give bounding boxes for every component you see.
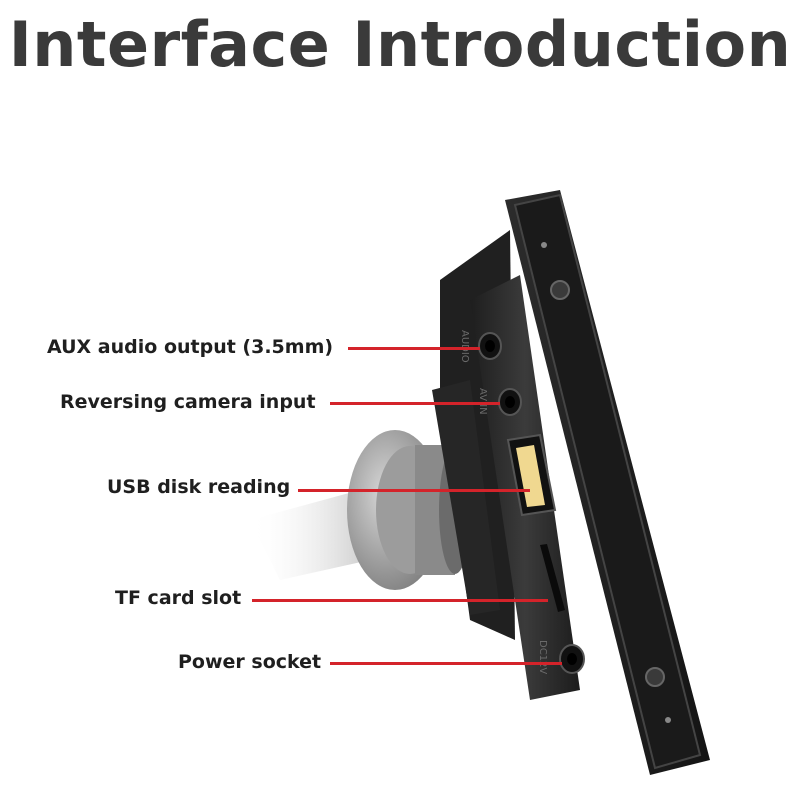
mount-arm: [250, 490, 370, 580]
leader-reversing-camera-input: [330, 402, 500, 405]
tf-card-slot: [540, 544, 565, 612]
aux-audio-jack: [478, 332, 502, 360]
usb-port: [506, 433, 557, 517]
callout-tf-card-slot: TF card slot: [115, 587, 242, 609]
callout-reversing-camera-input: Reversing camera input: [60, 391, 316, 413]
dc-port-label: DC12V: [537, 640, 548, 674]
leader-power-socket: [330, 662, 562, 665]
leader-tf-card-slot: [252, 599, 548, 602]
power-socket-port: [559, 644, 585, 674]
callout-usb-disk-reading: USB disk reading: [107, 476, 291, 498]
leader-usb-disk-reading: [298, 489, 530, 492]
av-in-jack: [498, 388, 522, 416]
page-title: Interface Introduction: [8, 8, 792, 81]
screen-frame: [505, 190, 710, 775]
leader-aux-audio-output: [348, 347, 480, 350]
callout-power-socket: Power socket: [178, 651, 322, 673]
callout-aux-audio-output: AUX audio output (3.5mm): [47, 336, 334, 358]
audio-port-label: AUDIO: [459, 330, 470, 363]
av-in-port-label: AV IN: [477, 388, 488, 415]
